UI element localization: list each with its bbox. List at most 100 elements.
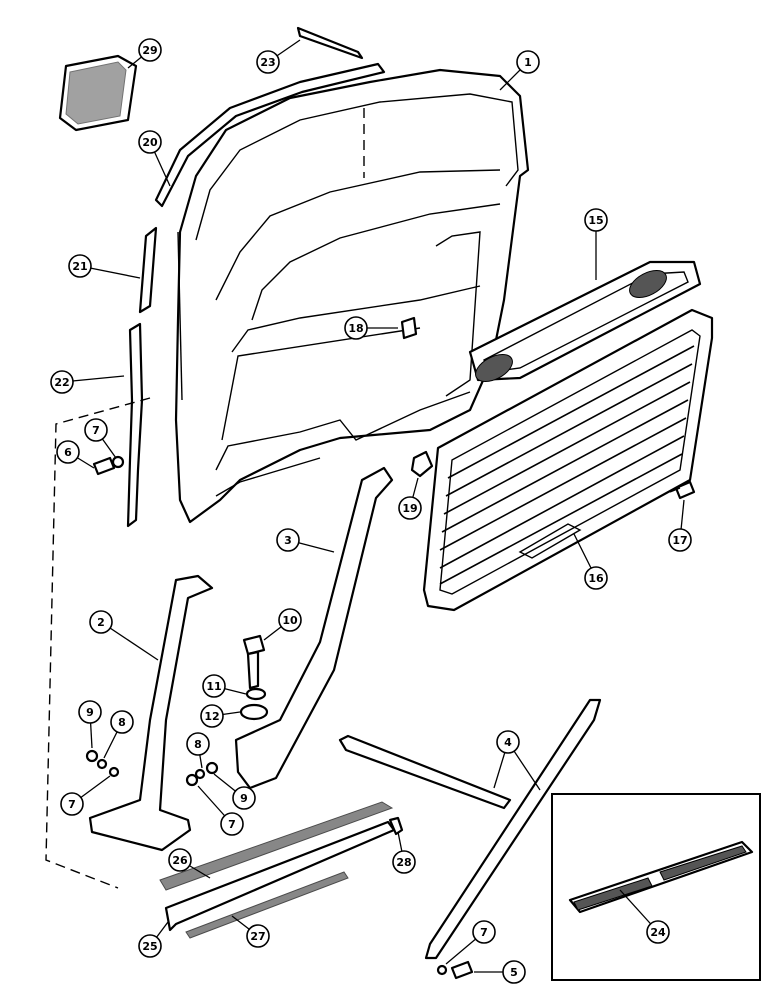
small-screw-part [388, 816, 404, 836]
callout-label: 26 [172, 854, 188, 867]
callout-c5: 5 [474, 960, 526, 984]
callout-circle [78, 700, 102, 724]
seal-strip-top-part [296, 26, 364, 60]
callout-circle [138, 934, 162, 958]
callout-label: 4 [504, 736, 512, 749]
callout-c6: 6 [56, 440, 95, 469]
left-support-bracket-part [88, 574, 214, 852]
callout-circle [186, 732, 210, 756]
callout-c29: 29 [127, 38, 162, 69]
callout-label: 12 [204, 710, 219, 723]
callout-c21: 21 [68, 254, 141, 279]
callout-c27: 27 [231, 915, 270, 948]
brace-rod-long-part [424, 698, 602, 960]
callout-circle [472, 920, 496, 944]
callout-circle [246, 924, 270, 948]
callout-circle [110, 710, 134, 734]
callout-label: 25 [142, 940, 157, 953]
callout-label: 20 [142, 136, 158, 149]
foam-block-part [58, 54, 138, 132]
washer-left-part [108, 766, 120, 778]
callout-c7d: 7 [445, 920, 496, 965]
mesh-panel-part [468, 260, 702, 383]
callout-label: 22 [54, 376, 69, 389]
callout-label: 8 [118, 716, 126, 729]
top-weather-strip-part [154, 62, 386, 208]
callout-c16: 16 [573, 533, 608, 590]
callout-c2: 2 [89, 610, 159, 661]
callout-circle [646, 920, 670, 944]
callout-label: 10 [282, 614, 298, 627]
callout-c26: 26 [168, 848, 211, 879]
washer-bottom-part [436, 964, 448, 976]
lock-washer-left-part [96, 758, 108, 770]
felt-strip-part [159, 801, 394, 891]
inset-detail-box [551, 793, 761, 981]
callout-c8b: 8 [186, 732, 210, 769]
callouts-layer: 1234567777889910111215161718192021222324… [50, 38, 692, 984]
callout-label: 18 [348, 322, 363, 335]
callout-circle [668, 528, 692, 552]
callout-circle [56, 440, 80, 464]
callout-label: 15 [588, 214, 603, 227]
callout-circle [256, 50, 280, 74]
flat-washer-part [239, 703, 269, 721]
grille-part [422, 308, 714, 612]
callout-label: 6 [64, 446, 72, 459]
callout-label: 7 [480, 926, 488, 939]
bottom-bolt-part [450, 960, 474, 980]
callout-label: 19 [402, 502, 417, 515]
callout-label: 11 [206, 680, 221, 693]
callout-circle [220, 812, 244, 836]
callout-c28: 28 [392, 831, 416, 874]
nut-left-part [85, 749, 99, 763]
callout-c7a: 7 [84, 418, 117, 459]
callout-circle [398, 496, 422, 520]
dashed-reference-line [45, 397, 151, 889]
callout-label: 27 [250, 930, 265, 943]
callout-c3: 3 [276, 528, 335, 553]
rubber-strip-part [185, 871, 349, 939]
upper-left-bolt-part [92, 456, 116, 476]
callout-c9b: 9 [213, 773, 256, 810]
callout-circle [168, 848, 192, 872]
callout-c1: 1 [499, 50, 540, 91]
callout-c7b: 7 [60, 775, 111, 816]
callout-label: 7 [92, 424, 100, 437]
callout-c12: 12 [200, 704, 241, 728]
callout-circle [60, 792, 84, 816]
shroud-housing-part [174, 68, 530, 524]
callout-label: 3 [284, 534, 292, 547]
washer-left-lower-part [185, 773, 199, 787]
callout-c25: 25 [138, 921, 169, 958]
lock-washer-part [245, 687, 267, 701]
side-strip-long-part [126, 322, 144, 528]
callout-circle [200, 704, 224, 728]
callout-circle [278, 608, 302, 632]
callout-circle [344, 316, 368, 340]
callout-label: 23 [260, 56, 275, 69]
callout-circle [50, 370, 74, 394]
callout-c20: 20 [138, 130, 171, 187]
callout-label: 24 [650, 926, 666, 939]
callout-circle [138, 130, 162, 154]
callout-circle [232, 786, 256, 810]
callout-label: 29 [142, 44, 157, 57]
side-strip-upper-part [138, 226, 158, 314]
callout-label: 1 [524, 56, 532, 69]
callout-circle [68, 254, 92, 278]
callout-c4: 4 [493, 730, 520, 789]
wedge-block-part [410, 450, 434, 478]
callout-c19: 19 [398, 477, 422, 520]
callout-label: 28 [396, 856, 411, 869]
callout-c11: 11 [202, 674, 247, 698]
callout-circle [516, 50, 540, 74]
callout-label: 7 [228, 818, 236, 831]
screw-part [669, 480, 696, 500]
callout-c24: 24 [619, 889, 670, 944]
callout-c15: 15 [584, 208, 608, 280]
callout-c22: 22 [50, 370, 125, 394]
callout-circle [502, 960, 526, 984]
callout-label: 9 [240, 792, 248, 805]
callout-circle [584, 566, 608, 590]
